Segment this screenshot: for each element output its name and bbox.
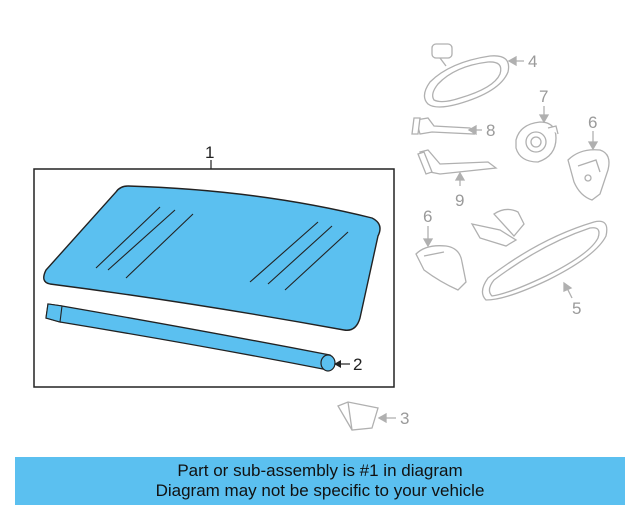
lower-molding[interactable] — [45, 303, 336, 372]
callout-5[interactable]: 5 — [572, 299, 581, 318]
callout-8[interactable]: 8 — [486, 121, 495, 140]
banner-line-1: Part or sub-assembly is #1 in diagram — [177, 461, 463, 480]
info-banner: Part or sub-assembly is #1 in diagram Di… — [15, 457, 625, 505]
arrow-3 — [377, 412, 387, 424]
callout-1[interactable]: 1 — [205, 143, 214, 162]
callout-2[interactable]: 2 — [353, 355, 362, 374]
callout-3[interactable]: 3 — [400, 409, 409, 428]
callout-box-group: 1 — [33, 143, 395, 388]
callout-6-right[interactable]: 6 — [588, 113, 597, 132]
arrow-9 — [454, 171, 466, 181]
arrow-7 — [538, 114, 550, 124]
ghost-parts — [337, 43, 610, 431]
callout-9[interactable]: 9 — [455, 191, 464, 210]
arrow-5 — [563, 281, 573, 292]
banner-line-2: Diagram may not be specific to your vehi… — [155, 481, 485, 500]
arrow-4 — [507, 55, 517, 67]
callout-box — [33, 168, 395, 388]
wire-cover-upper — [411, 117, 476, 135]
bracket — [337, 401, 379, 431]
callout-7[interactable]: 7 — [539, 87, 548, 106]
mirror-lower — [470, 208, 608, 301]
arrow-2 — [334, 360, 341, 368]
arrow-8 — [467, 124, 477, 136]
arrow-6r — [587, 141, 599, 151]
windshield-glass[interactable] — [43, 185, 381, 331]
wire-cover-lower — [417, 149, 498, 175]
callout-4[interactable]: 4 — [528, 52, 537, 71]
cover-left — [415, 245, 467, 291]
mirror-upper — [423, 43, 510, 108]
sensor — [515, 121, 559, 163]
cover-right — [567, 149, 610, 201]
callout-6-left[interactable]: 6 — [423, 207, 432, 226]
arrow-6l — [422, 238, 434, 248]
